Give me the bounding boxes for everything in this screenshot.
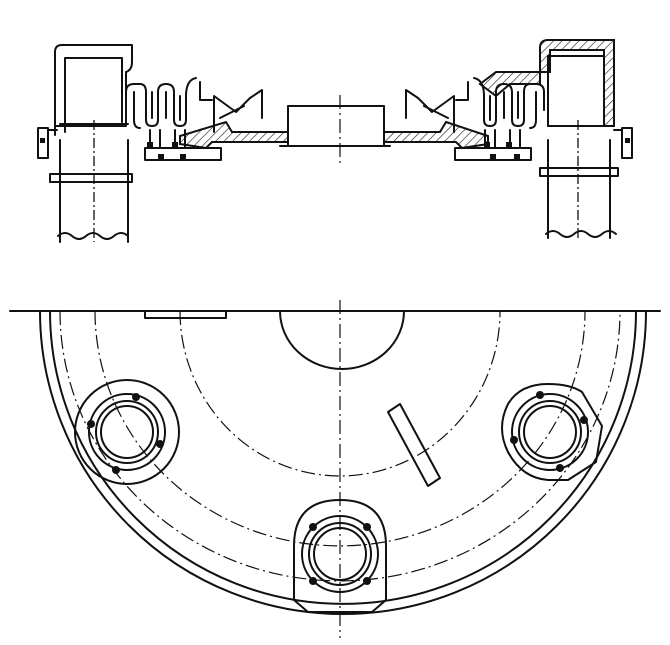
bottom-port — [293, 499, 387, 613]
inner-pitch-circle — [179, 310, 501, 477]
top-notch — [144, 310, 227, 319]
right-bracket — [405, 81, 469, 133]
outer-ring-inner — [49, 310, 637, 605]
left-bellows — [125, 77, 197, 129]
left-port — [74, 379, 180, 485]
left-column — [49, 120, 133, 243]
left-bracket — [199, 81, 263, 133]
central-bore — [279, 310, 405, 370]
right-flange — [454, 129, 532, 161]
middle-pitch-circle — [94, 310, 586, 547]
diagonal-slot — [387, 403, 441, 487]
right-column — [539, 120, 619, 239]
central-hub — [287, 105, 385, 147]
plan-view — [9, 300, 661, 638]
section-view — [37, 39, 633, 243]
right-hatched-plate — [383, 120, 489, 150]
left-housing — [37, 44, 133, 159]
left-hatched-plate — [179, 120, 289, 150]
outer-ring — [39, 310, 647, 615]
right-bellows — [473, 77, 545, 129]
right-housing — [478, 39, 633, 159]
left-flange — [144, 129, 222, 161]
right-port — [501, 383, 603, 481]
